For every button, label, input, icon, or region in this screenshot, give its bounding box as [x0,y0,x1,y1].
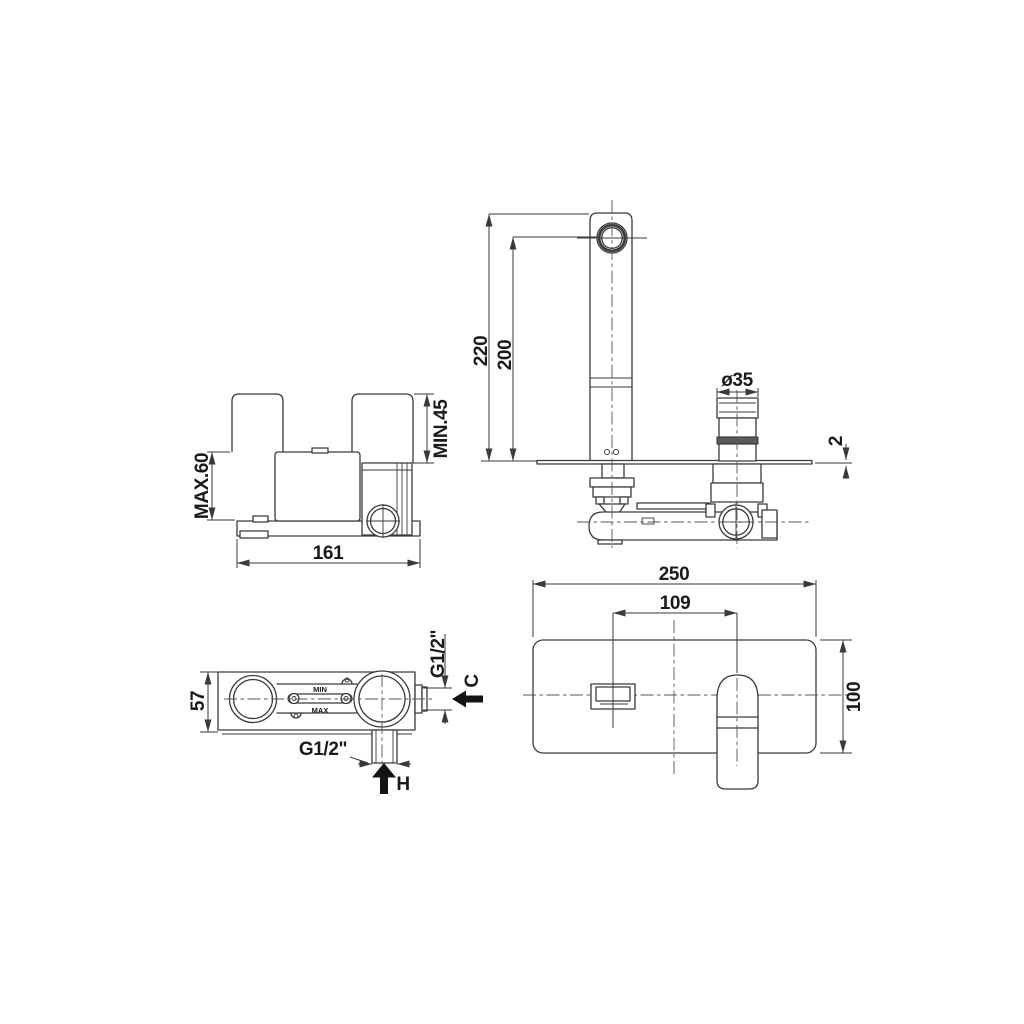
cold-thread-label: G1/2" [428,630,449,678]
plate-width-extension-lines [532,580,817,637]
spout-set-screw-left [603,448,611,456]
handle-ring [716,436,759,445]
outlet-height-label: 200 [495,340,516,371]
bracket-bars [276,683,358,714]
handle-side [716,397,759,462]
body-depth-label: 57 [188,691,209,711]
spout-to-handle-label: 109 [660,593,691,614]
view-top-body: MIN MAX 57 G1/2" C G1/2" H [188,630,483,795]
max-depth-label: MAX.60 [192,453,213,519]
spout-set-screw-right [612,448,620,456]
adjustment-screw-left [288,692,300,705]
hot-thread-label: G1/2" [299,739,347,760]
adjustment-screw-right [340,692,352,705]
cartridge-housing [274,451,361,522]
right-protection-cap [351,393,414,463]
tray-foot [239,530,269,539]
plate-width-label: 250 [659,564,690,585]
hot-flow-arrow-icon [372,763,396,794]
left-protection-cap [231,393,284,452]
spout-column-joints [590,377,632,388]
min-depth-label: MIN.45 [431,399,452,459]
handle-front-lines [716,716,759,729]
body-width-label: 161 [313,543,344,564]
wall-plate [532,639,817,754]
housing-top-tab [311,447,329,454]
body-foot [597,539,623,545]
view-front-plate: 250 109 100 [523,564,865,790]
min-marking: MIN [313,685,327,694]
view-front-faucet: 220 200 ø35 2 [471,200,852,548]
spout-shank [601,463,625,479]
spout-nut-tab-right [619,496,629,505]
handle-mid [718,417,757,438]
plate-height-extension-lines [820,639,852,754]
plate-height-label: 100 [844,682,865,713]
handle-cap-lines [719,402,756,413]
body-top-tab [636,502,711,510]
lug-bottom-hole [293,713,299,719]
total-height-label: 220 [471,336,492,367]
view-side-body: MAX.60 MIN.45 161 [192,393,452,568]
valve-ear-left [705,503,716,518]
body-detail [641,517,655,525]
spout-column [589,212,633,461]
total-height-extension-lines [481,213,589,462]
adjustment-screw-right-hole [343,696,349,701]
spout-nut-tab-left [595,496,605,505]
cold-flow-arrow-icon [452,690,483,708]
plate-thickness-label: 2 [826,436,847,446]
adjustment-bar [287,693,353,704]
wall-plate-edge [536,459,813,465]
cold-label: C [462,674,483,688]
valve-screw-cross [366,504,400,538]
body-end-block [761,509,778,539]
handle-cap [716,397,759,419]
lug-top [341,678,353,685]
hot-label: H [396,774,409,795]
handle-front [716,674,759,790]
lug-top-hole [344,677,350,683]
max-marking: MAX [312,706,329,715]
tray-tab [252,515,269,523]
adjustment-screw-left-hole [291,696,297,701]
handle-base [718,443,757,462]
handle-diameter-label: ø35 [721,370,753,391]
hot-port-threads [375,730,394,763]
valve-block-detail [362,463,412,535]
